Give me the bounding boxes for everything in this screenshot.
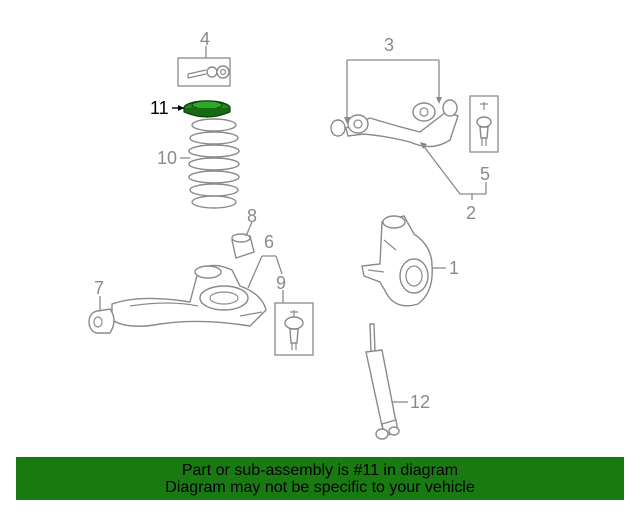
leader-3-arrow-left (344, 117, 350, 124)
part-7-bushing (88, 308, 115, 334)
callout-2: 2 (466, 203, 476, 223)
callout-9: 9 (276, 273, 286, 293)
part-9-ball-joint (274, 302, 314, 356)
part-6-lower-control-arm (111, 264, 267, 327)
part-10-coil-spring (188, 118, 240, 209)
part-8-bumper (231, 233, 255, 259)
callout-8: 8 (247, 206, 257, 226)
part-12-shock-absorber (365, 323, 400, 440)
leader-2-arrow (420, 142, 427, 149)
leader-6 (247, 255, 283, 289)
part-4-bolt-kit (177, 57, 231, 87)
info-banner: Part or sub-assembly is #11 in diagram D… (16, 457, 624, 500)
callout-1: 1 (449, 258, 459, 278)
callout-10: 10 (157, 148, 177, 168)
part-1-steering-knuckle (361, 215, 433, 307)
leader-3-arrow-right (436, 97, 442, 104)
callout-4: 4 (200, 29, 210, 49)
banner-line-2: Diagram may not be specific to your vehi… (165, 479, 475, 496)
leader-11-arrow (178, 105, 184, 111)
callout-3: 3 (384, 35, 394, 55)
callout-5: 5 (480, 164, 490, 184)
callout-6: 6 (264, 232, 274, 252)
leader-8 (245, 221, 253, 237)
part-5-upper-ball-joint (469, 95, 499, 153)
callout-11: 11 (150, 98, 169, 118)
callout-12: 12 (410, 392, 430, 412)
callout-7: 7 (94, 278, 104, 298)
leader-3 (346, 59, 440, 122)
part-2-upper-control-arm (330, 99, 459, 148)
leader-2-5 (421, 143, 487, 195)
part-11-spring-insulator[interactable] (183, 100, 231, 118)
banner-line-1: Part or sub-assembly is #11 in diagram (181, 462, 459, 479)
